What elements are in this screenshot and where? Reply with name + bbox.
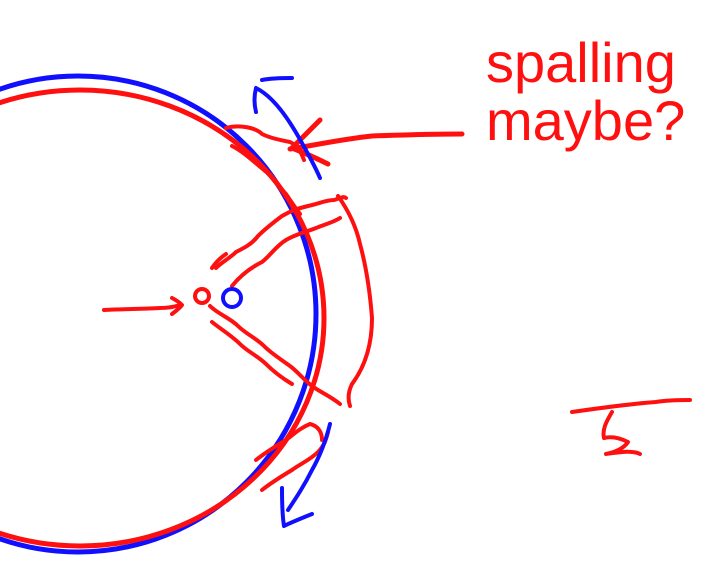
centre-crack-tick: [210, 252, 228, 270]
lower-crack-squiggle: [208, 304, 342, 406]
annotation-line-2: maybe?: [486, 89, 686, 152]
inner-red-circle: [0, 87, 327, 549]
impact-arrow: [102, 296, 184, 316]
right-spall-boundary: [336, 194, 374, 408]
spalling-annotation: spalling maybe?: [486, 34, 685, 150]
top-rim-arrow: [252, 76, 322, 180]
red-impact-point: [193, 287, 211, 305]
bottom-rim-arrow: [280, 422, 332, 528]
annotation-leader-line: [287, 131, 465, 152]
leader-arrowhead: [289, 117, 331, 167]
blue-impact-point: [221, 287, 243, 309]
right-scribble: [570, 398, 692, 456]
outer-blue-circle: [0, 73, 319, 555]
annotation-line-1: spalling: [486, 31, 676, 94]
upper-crack-squiggle: [214, 195, 348, 288]
